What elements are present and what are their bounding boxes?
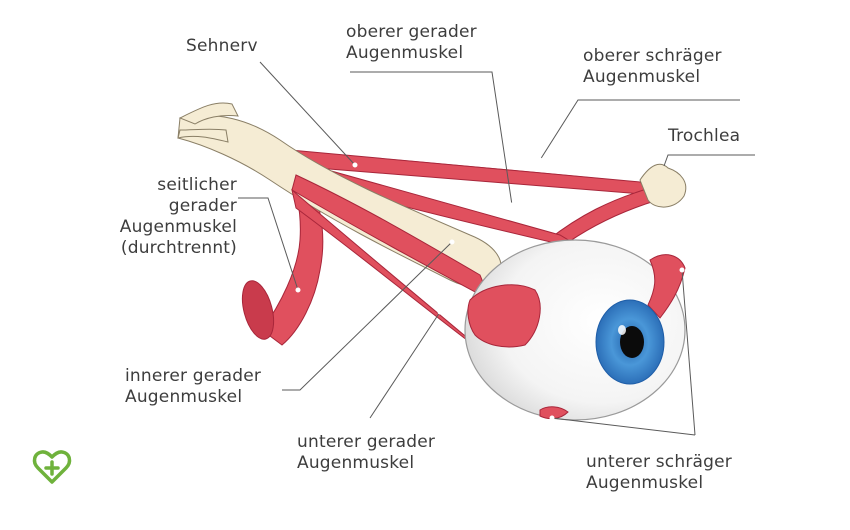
- label-line: oberer gerader: [346, 22, 477, 42]
- label-trochlea: Trochlea: [668, 126, 740, 147]
- label-oberer-schraeger: oberer schräger Augenmuskel: [583, 46, 722, 88]
- label-line: oberer schräger: [583, 46, 722, 66]
- label-line: Augenmuskel: [583, 67, 701, 87]
- leader-lines: [238, 61, 755, 436]
- leader-unterer-schraeger-b: [551, 417, 696, 436]
- label-unterer-gerader: unterer gerader Augenmuskel: [297, 432, 435, 474]
- leader-trochlea: [663, 154, 755, 167]
- label-unterer-schraeger: unterer schräger Augenmuskel: [586, 452, 732, 494]
- label-line: Augenmuskel: [125, 387, 243, 407]
- label-line: Augenmuskel: [346, 43, 464, 63]
- label-sehnerv: Sehnerv: [186, 36, 258, 57]
- leader-sehnerv: [259, 61, 356, 166]
- label-line: gerader: [168, 196, 237, 216]
- leader-oberer-gerader: [350, 71, 513, 206]
- label-line: Trochlea: [668, 126, 741, 146]
- leader-unterer-gerader: [369, 311, 441, 419]
- label-seitlicher: seitlicher gerader Augenmuskel (durchtre…: [100, 175, 237, 259]
- label-line: Augenmuskel: [586, 473, 704, 493]
- inferior-oblique-muscle: [647, 254, 686, 319]
- label-line: innerer gerader: [125, 366, 262, 386]
- label-line: Sehnerv: [186, 36, 258, 56]
- heart-plus-icon: [32, 450, 72, 484]
- leader-oberer-schraeger: [539, 99, 740, 161]
- label-line: Augenmuskel: [297, 453, 415, 473]
- trochlea: [639, 163, 687, 208]
- medial-rectus-insertion: [467, 284, 541, 348]
- label-line: (durchtrennt): [120, 238, 237, 258]
- label-oberer-gerader: oberer gerader Augenmuskel: [346, 22, 477, 64]
- label-innerer: innerer gerader Augenmuskel: [125, 366, 261, 408]
- pupil: [620, 326, 644, 358]
- label-line: unterer gerader: [297, 432, 436, 452]
- inferior-rectus-insertion: [539, 406, 569, 420]
- label-line: unterer schräger: [586, 452, 732, 472]
- eye-highlight: [618, 325, 626, 335]
- leader-innerer: [282, 241, 453, 391]
- label-line: Augenmuskel: [119, 217, 237, 237]
- leader-unterer-schraeger-a: [681, 269, 696, 436]
- label-line: seitlicher: [157, 175, 237, 195]
- leader-seitlicher: [238, 197, 299, 291]
- superior-oblique-muscle: [289, 149, 659, 249]
- iris: [595, 299, 665, 385]
